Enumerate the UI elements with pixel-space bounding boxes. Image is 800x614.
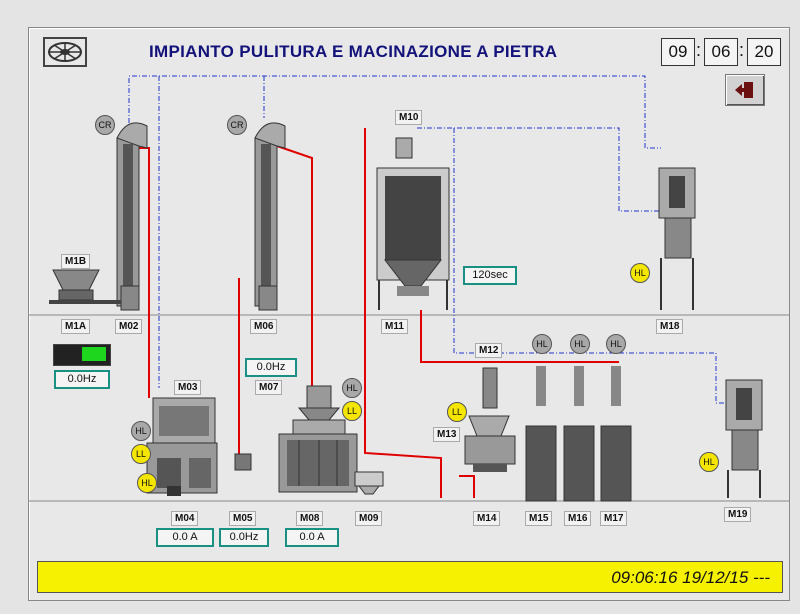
header: IMPIANTO PULITURA E MACINAZIONE A PIETRA…	[29, 28, 789, 78]
label-m19[interactable]: M19	[724, 507, 752, 522]
cr-indicator-m06[interactable]: CR	[227, 115, 247, 135]
label-m1a[interactable]: M1A	[61, 319, 91, 334]
hl-indicator-m03-bottom[interactable]: HL	[137, 473, 157, 493]
m04-current-readout: 0.0 A	[156, 528, 214, 547]
exit-door-icon	[735, 82, 753, 98]
cleaner-m03	[146, 397, 218, 496]
label-m08[interactable]: M08	[296, 511, 324, 526]
label-m14[interactable]: M14	[473, 511, 501, 526]
hl-indicator-m17[interactable]: HL	[606, 334, 626, 354]
signal-lines	[128, 75, 726, 404]
hl-indicator-m15[interactable]: HL	[532, 334, 552, 354]
label-m10[interactable]: M10	[395, 110, 423, 125]
hopper-m1b	[49, 269, 121, 304]
m11-timer-readout: 120sec	[463, 266, 517, 285]
m05-frequency-readout: 0.0Hz	[219, 528, 269, 547]
plant-diagram	[29, 75, 789, 502]
label-m17[interactable]: M17	[600, 511, 628, 526]
elevator-m02	[116, 122, 148, 311]
stone-mill-m08	[278, 385, 358, 493]
status-timestamp: 09:06:16 19/12/15 ---	[611, 568, 770, 587]
label-m18[interactable]: M18	[656, 319, 684, 334]
label-m06[interactable]: M06	[250, 319, 278, 334]
ll-indicator-m03[interactable]: LL	[131, 444, 151, 464]
m1a-run-switch[interactable]	[53, 344, 111, 366]
filter-m19	[725, 379, 763, 498]
status-bar: 09:06:16 19/12/15 ---	[37, 561, 783, 593]
clock-separator: :	[739, 40, 745, 60]
m08-current-readout: 0.0 A	[285, 528, 339, 547]
label-m02[interactable]: M02	[115, 319, 143, 334]
label-m04[interactable]: M04	[171, 511, 199, 526]
ll-indicator-m13[interactable]: LL	[447, 402, 467, 422]
exit-button[interactable]	[725, 74, 765, 106]
screw-m05	[234, 453, 252, 471]
label-m1b[interactable]: M1B	[61, 254, 91, 269]
label-m11[interactable]: M11	[381, 319, 408, 334]
hl-indicator-m18[interactable]: HL	[630, 263, 650, 283]
label-m03[interactable]: M03	[174, 380, 202, 395]
label-m09[interactable]: M09	[355, 511, 383, 526]
hl-indicator-m08[interactable]: HL	[342, 378, 362, 398]
clock-minutes: 06	[704, 38, 738, 66]
cr-indicator-m02[interactable]: CR	[95, 115, 115, 135]
hl-indicator-m16[interactable]: HL	[570, 334, 590, 354]
ll-indicator-m08[interactable]: LL	[342, 401, 362, 421]
scada-panel: IMPIANTO PULITURA E MACINAZIONE A PIETRA…	[28, 27, 790, 601]
label-m12[interactable]: M12	[475, 343, 503, 358]
mill-m14	[464, 367, 516, 472]
page-title: IMPIANTO PULITURA E MACINAZIONE A PIETRA	[149, 42, 558, 61]
label-m13[interactable]: M13	[433, 427, 461, 442]
clock-separator: :	[696, 40, 702, 60]
label-m05[interactable]: M05	[229, 511, 257, 526]
m1a-frequency-readout: 0.0Hz	[54, 370, 110, 389]
hl-indicator-m19[interactable]: HL	[699, 452, 719, 472]
clock-seconds: 20	[747, 38, 781, 66]
filter-m18	[658, 167, 696, 310]
clock-hours: 09	[661, 38, 695, 66]
label-m07[interactable]: M07	[255, 380, 283, 395]
label-m15[interactable]: M15	[525, 511, 553, 526]
bins-m15-m17	[525, 366, 632, 502]
run-indicator	[82, 347, 106, 361]
elevator-m06	[254, 122, 286, 311]
m07-frequency-readout: 0.0Hz	[245, 358, 297, 377]
sifter-m09	[354, 471, 384, 495]
silo-m11	[376, 137, 450, 310]
label-m16[interactable]: M16	[564, 511, 592, 526]
gear-logo-icon	[43, 37, 87, 67]
hl-indicator-m03-top[interactable]: HL	[131, 421, 151, 441]
